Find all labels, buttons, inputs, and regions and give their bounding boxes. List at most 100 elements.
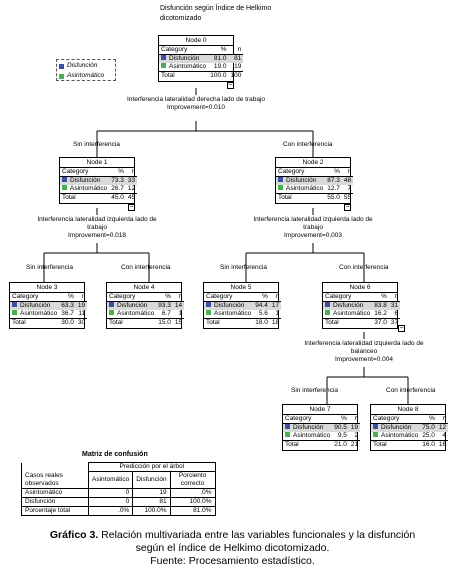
cm-cell: 100.0% [169,497,216,507]
row-disfuncion: Disfunción [107,301,157,310]
row-disfuncion: Disfunción [60,176,110,185]
col-category: Category [283,415,333,424]
collapse-toggle[interactable]: − [227,82,234,89]
row-asintomatico: Asintomático [371,432,420,441]
asintomatico-swatch [285,432,290,437]
dis-n: 31 [388,301,401,310]
category-label: Disfunción [381,424,412,431]
dis-pct: 94.4 [253,301,270,310]
tot-pct: 18.0 [253,318,270,327]
col-n: n [228,46,244,55]
col-n: n [341,168,354,177]
legend-label: Disfunción [67,62,98,69]
row-disfuncion: Disfunción [204,301,254,310]
tot-n: 37 [388,318,401,327]
tot-pct: 16.0 [420,440,437,449]
split-0: Interferencia lateralidad derecha lado d… [121,96,271,112]
tot-pct: 100.0 [208,71,229,80]
disfuncion-swatch [109,302,114,307]
row-asintomatico: Asintomático [276,185,325,194]
caption-line-1: Gráfico 3. Relación multivariada entre l… [0,529,465,542]
branch-label: Con interferencia [339,264,389,271]
col-pct: % [420,415,437,424]
category-label: Asintomático [169,63,207,70]
category-label: Asintomático [333,310,371,317]
category-label: Asintomático [214,310,252,317]
dis-pct: 90.5 [332,423,349,432]
tot-n: 18 [269,318,282,327]
col-n: n [125,168,138,177]
asi-n: 1 [275,310,280,317]
node-label: Node 4 [107,283,181,293]
branch-label: Con interferencia [283,141,333,148]
col-pct: % [156,293,173,302]
disfuncion-swatch [278,177,283,182]
asi-pct: 19.0 [213,63,227,70]
row-disfuncion: Disfunción [10,301,60,310]
asi-n: 12 [127,185,136,192]
split-1: Interferencia lateralidad izquierda lado… [27,216,167,240]
collapse-toggle[interactable]: − [344,204,351,211]
col-category: Category [60,168,110,177]
collapse-toggle[interactable]: − [398,325,405,332]
legend-swatch-disfuncion [59,63,64,69]
category-label: Disfunción [333,302,364,309]
cm-cell: 19 [132,488,171,498]
legend-label: Asintomático [67,72,105,79]
branch-label: Sin interferencia [220,264,267,271]
category-label: Asintomático [70,185,108,192]
row-total: Total [283,440,333,449]
cm-cell: .0% [87,506,134,516]
row-disfuncion: Disfunción [323,301,373,310]
col-category: Category [276,168,326,177]
disfuncion-swatch [285,424,290,429]
confusion-matrix: Predicción por el árbol Casos reales obs… [21,462,216,516]
split-improvement: Improvement=0.018 [68,232,126,239]
asi-pct: 26.7 [111,185,124,192]
col-category: Category [10,293,60,302]
col-n: n [269,293,282,302]
col-pct: % [59,293,76,302]
tot-n: 15 [172,318,185,327]
cm-row-header: Casos reales observados [21,471,89,489]
asi-n: 1 [178,310,183,317]
asi-pct: 12.7 [327,185,340,192]
row-asintomatico: Asintomático [107,310,156,319]
tot-pct: 45.0 [109,193,126,202]
asintomatico-swatch [12,310,17,315]
legend-item-disfuncion: Disfunción [59,61,113,71]
branch-label: Sin interferencia [291,387,338,394]
figure-caption: Gráfico 3. Relación multivariada entre l… [0,529,465,568]
dis-pct: 73.3 [109,176,126,185]
row-disfuncion: Disfunción [371,423,421,432]
tot-pct: 15.0 [156,318,173,327]
col-category: Category [371,415,421,424]
collapse-toggle[interactable]: − [128,204,135,211]
tot-n: 100 [228,71,244,80]
category-label: Asintomático [286,185,324,192]
dis-n: 12 [436,423,449,432]
col-category: Category [107,293,157,302]
category-label: Disfunción [286,177,317,184]
row-disfuncion: Disfunción [276,176,326,185]
cm-cell: .0% [169,488,216,498]
asintomatico-swatch [278,185,283,190]
branch-label: Sin interferencia [73,141,120,148]
caption-line-2: según el índice de Helkimo dicotomizado. [135,542,330,554]
col-pct: % [208,46,229,55]
asintomatico-swatch [206,310,211,315]
col-category: Category [159,46,209,55]
node-label: Node 7 [283,405,357,415]
asi-n: 11 [78,310,86,317]
category-label: Disfunción [70,177,101,184]
node-label: Node 3 [10,283,84,293]
